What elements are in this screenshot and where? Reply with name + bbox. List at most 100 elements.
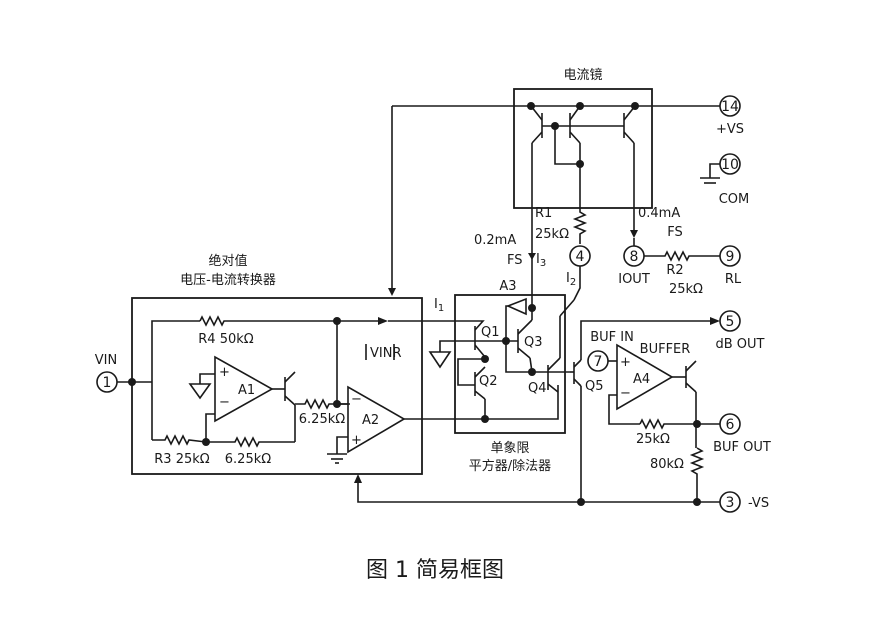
junction-dot bbox=[576, 160, 584, 168]
q1-transistor bbox=[470, 320, 486, 358]
q2-q4-emitter-wire bbox=[485, 385, 559, 420]
a3-ground-icon bbox=[428, 340, 475, 369]
a4-opamp bbox=[616, 343, 674, 411]
pin-6-label: BUF OUT bbox=[713, 440, 771, 455]
junction-dot bbox=[202, 438, 210, 446]
current-mirror-block bbox=[513, 88, 653, 209]
a2-ground-icon bbox=[327, 436, 348, 464]
q5-transistor bbox=[570, 320, 710, 502]
pin-6-number: 6 bbox=[726, 417, 735, 433]
a4-fb-wire bbox=[608, 394, 640, 425]
a4-output-transistor bbox=[672, 360, 697, 448]
pin-9[interactable] bbox=[719, 245, 741, 267]
q5-label: Q5 bbox=[585, 379, 604, 394]
pin-3-number: 3 bbox=[726, 495, 735, 511]
pin-6[interactable] bbox=[719, 413, 741, 435]
i1-arrow-icon bbox=[378, 317, 388, 325]
r5-value: 6.25kΩ bbox=[299, 412, 345, 427]
pin-7-number: 7 bbox=[594, 354, 603, 370]
a3-diode-icon bbox=[505, 297, 527, 316]
pin-10-label: COM bbox=[719, 192, 750, 207]
vs-minus-rail bbox=[357, 481, 720, 503]
a1-plus: + bbox=[219, 365, 230, 380]
pin-8-number: 8 bbox=[630, 249, 639, 265]
iout-fs-label: FS bbox=[667, 225, 683, 240]
pin-4-number: 4 bbox=[576, 249, 585, 265]
a4-minus: − bbox=[620, 386, 631, 401]
r2-resistor bbox=[644, 250, 720, 262]
junction-dot bbox=[693, 498, 701, 506]
r4-left-wire bbox=[151, 320, 200, 440]
mirror-transistor-mid bbox=[569, 105, 581, 210]
vs-feed-arrow-icon bbox=[388, 288, 396, 296]
q4-transistor bbox=[547, 299, 575, 393]
abs-converter-title-2: 电压-电流转换器 bbox=[180, 273, 276, 288]
a3-label: A3 bbox=[499, 279, 516, 294]
a2-label: A2 bbox=[362, 413, 379, 428]
dbout-arrow-icon bbox=[710, 317, 720, 325]
a2-plus: + bbox=[351, 433, 362, 448]
r1-value: 25kΩ bbox=[535, 227, 569, 242]
iout-current-label: 0.4mA bbox=[638, 206, 680, 221]
pin-5-number: 5 bbox=[726, 314, 735, 330]
pin-1-number: 1 bbox=[103, 375, 112, 391]
pin-10-number: 10 bbox=[721, 157, 739, 173]
r2-label: R2 bbox=[666, 263, 683, 278]
pin-5[interactable] bbox=[719, 310, 741, 332]
pin-1-label: VIN bbox=[95, 353, 117, 368]
a1-label: A1 bbox=[238, 383, 255, 398]
pin-14-number: 14 bbox=[721, 99, 739, 115]
pin-9-label: RL bbox=[725, 272, 742, 287]
q4-label: Q4 bbox=[528, 381, 547, 396]
r5-resistor bbox=[295, 398, 350, 410]
a4-plus: + bbox=[620, 355, 631, 370]
r-buf-load-value: 80kΩ bbox=[650, 457, 684, 472]
a2-minus: − bbox=[351, 392, 362, 407]
r1-resistor bbox=[572, 210, 588, 244]
pin-14[interactable] bbox=[719, 95, 741, 117]
i2-label: I2 bbox=[566, 271, 576, 288]
current-mirror-label: 电流镜 bbox=[563, 68, 602, 83]
com-ground-icon bbox=[700, 163, 720, 184]
r3b-value: 6.25kΩ bbox=[225, 452, 271, 467]
a4-label: A4 bbox=[633, 372, 650, 387]
junction-dot bbox=[128, 378, 136, 386]
q3-label: Q3 bbox=[524, 335, 543, 350]
pin-3[interactable] bbox=[719, 491, 741, 513]
squarer-block bbox=[454, 294, 566, 434]
vinr-label: VINR bbox=[370, 346, 401, 361]
r-buf-fb-value: 25kΩ bbox=[636, 432, 670, 447]
a1-ground-icon bbox=[188, 373, 215, 400]
a1-minus: − bbox=[219, 395, 230, 410]
junction-dot bbox=[577, 498, 585, 506]
r1-label: R1 bbox=[535, 206, 552, 221]
i2-wire bbox=[573, 266, 581, 301]
squarer-title-2: 平方器/除法器 bbox=[469, 458, 551, 474]
i1-label: I1 bbox=[434, 297, 444, 314]
buffer-label: BUFFER bbox=[640, 342, 691, 357]
mirror-transistor-right bbox=[623, 105, 636, 230]
r-buf-fb-resistor bbox=[639, 418, 697, 430]
i3-fs-label: FS bbox=[507, 253, 523, 268]
a1-opamp bbox=[214, 355, 274, 423]
mirror-diode-link bbox=[554, 126, 580, 165]
pin-8-label: IOUT bbox=[618, 272, 650, 287]
i3-current-label: 0.2mA bbox=[474, 233, 516, 248]
pin-5-label: dB OUT bbox=[716, 337, 765, 352]
squarer-title-1: 单象限 bbox=[490, 441, 529, 456]
r-buf-load-resistor bbox=[689, 447, 705, 502]
pin-9-number: 9 bbox=[726, 249, 735, 265]
r2-value: 25kΩ bbox=[669, 282, 703, 297]
vs-minus-arrow-icon bbox=[354, 474, 362, 483]
q2-label: Q2 bbox=[479, 374, 498, 389]
a1-fb-wire bbox=[205, 413, 215, 442]
pin-14-label: +VS bbox=[716, 122, 744, 137]
figure-caption: 图 1 简易框图 bbox=[366, 558, 504, 583]
r4-label: R4 50kΩ bbox=[198, 332, 254, 347]
q1-label: Q1 bbox=[481, 325, 500, 340]
q2-transistor bbox=[457, 358, 486, 419]
pin-7-label: BUF IN bbox=[590, 330, 634, 345]
iout-arrow-icon bbox=[630, 230, 638, 238]
a1-output-transistor bbox=[272, 371, 296, 442]
